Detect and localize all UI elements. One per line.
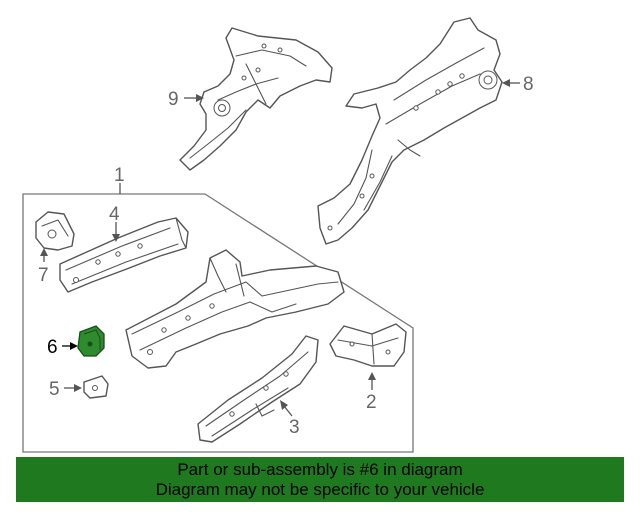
callout-5: 5 xyxy=(49,379,60,400)
callout-1: 1 xyxy=(114,165,125,186)
notice-banner: Part or sub-assembly is #6 in diagram Di… xyxy=(16,457,624,502)
callout-3-leader xyxy=(283,405,293,417)
banner-line-1: Part or sub-assembly is #6 in diagram xyxy=(177,460,463,479)
callout-4: 4 xyxy=(109,204,120,225)
part-4-rail-extension[interactable] xyxy=(59,217,189,293)
part-9-apron-reinforcement[interactable] xyxy=(179,27,333,171)
assembly-group-box xyxy=(22,193,414,453)
callout-4-arrowhead xyxy=(112,234,120,242)
callout-3: 3 xyxy=(289,417,300,438)
banner-line-2: Diagram may not be specific to your vehi… xyxy=(155,480,485,499)
callout-6-arrowhead xyxy=(70,342,78,350)
part-2-rear-bracket[interactable] xyxy=(329,323,407,367)
part-5-plate[interactable] xyxy=(83,375,109,399)
part-8-apron-rail[interactable] xyxy=(317,17,503,245)
part-1-side-member[interactable] xyxy=(125,249,345,369)
callout-2-arrowhead xyxy=(368,372,376,380)
callout-7-arrowhead xyxy=(40,248,48,256)
callout-8-arrowhead xyxy=(502,79,510,87)
part-7-bracket[interactable] xyxy=(35,211,75,251)
callout-6: 6 xyxy=(47,337,58,358)
callout-3-arrowhead xyxy=(280,400,288,410)
callout-8: 8 xyxy=(523,74,534,95)
callout-2: 2 xyxy=(366,392,377,413)
callout-5-arrowhead xyxy=(74,384,82,392)
part-6-bracket-highlighted[interactable] xyxy=(77,325,105,357)
callout-9: 9 xyxy=(168,89,179,110)
part-3-lower-rail[interactable] xyxy=(197,335,319,443)
callout-9-arrowhead xyxy=(196,94,204,102)
callout-7: 7 xyxy=(38,265,49,286)
